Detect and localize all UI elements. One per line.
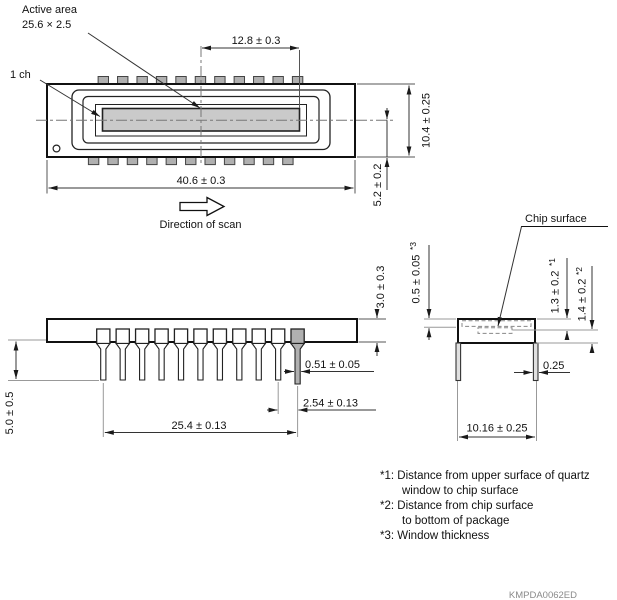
top-view-leads-top: [97, 76, 304, 85]
footnote-2-cont: to bottom of package: [402, 515, 509, 527]
package-outline-end-view: [457, 318, 536, 344]
end-view-lead-right: [532, 342, 539, 382]
package-lead-shoulder: [251, 328, 266, 345]
package-lead-pin: [212, 342, 228, 381]
pin1-index-mark: [52, 144, 61, 153]
end-view-lead-left: [455, 342, 462, 382]
package-lead-shoulder: [212, 328, 228, 345]
dim-window-thickness-ref: *3: [408, 242, 418, 250]
scan-direction-label: Direction of scan: [160, 219, 242, 231]
channel-label: 1 ch: [10, 69, 31, 81]
package-lead-pin: [95, 342, 111, 381]
package-lead-shoulder: [232, 328, 247, 345]
dim-package-width: 40.6 ± 0.3: [177, 175, 226, 187]
package-lead-pin: [115, 342, 131, 381]
dim-lead-thickness: 0.25: [543, 360, 564, 372]
chip-hidden-outline: [477, 327, 513, 334]
chip-surface-label: Chip surface: [525, 213, 587, 225]
quartz-window-hidden-outline: [461, 320, 532, 327]
package-lead-shoulder: [96, 328, 111, 345]
dim-quartz-to-chip: 1.3 ± 0.2: [550, 271, 562, 314]
dim-package-thickness: 3.0 ± 0.3: [375, 266, 387, 309]
footnote-1-cont: window to chip surface: [401, 485, 518, 497]
dim-center-to-edge: 5.2 ± 0.2: [372, 164, 384, 207]
footnotes: *1: Distance from upper surface of quart…: [380, 470, 590, 542]
dim-quartz-to-chip-ref: *1: [547, 258, 557, 266]
footnote-2: *2: Distance from chip surface: [380, 500, 533, 512]
document-code: KMPDA0062ED: [509, 590, 577, 600]
package-lead-shoulder: [134, 328, 150, 345]
package-lead-pin: [231, 342, 247, 381]
package-lead-shoulder: [290, 328, 305, 345]
dim-end-package-width: 10.16 ± 0.25: [466, 423, 527, 435]
package-lead-shoulder: [193, 328, 208, 345]
top-view: 12.8 ± 0.3 Active area 25.6 × 2.5 1 ch 4…: [10, 4, 433, 231]
package-lead-pin: [153, 342, 170, 381]
package-lead-shoulder: [115, 328, 130, 345]
end-view: Chip surface 0.5 ± 0.05 *3 1.3 ± 0.2 *1 …: [408, 213, 608, 441]
package-lead-pin: [173, 342, 189, 381]
package-lead-shoulder: [154, 328, 169, 345]
dim-window-thickness: 0.5 ± 0.05: [411, 255, 423, 304]
dim-half-active-width: 12.8 ± 0.3: [232, 35, 281, 47]
package-lead-pin: [270, 342, 286, 381]
dim-chip-to-bottom-ref: *2: [574, 267, 584, 275]
package-lead-pin: [134, 342, 150, 381]
dim-chip-to-bottom: 1.4 ± 0.2: [577, 279, 589, 322]
scan-direction-arrow-icon: [179, 196, 226, 217]
footnote-3: *3: Window thickness: [380, 530, 490, 542]
package-lead-shoulder: [270, 328, 286, 345]
dim-lead-length: 5.0 ± 0.5: [4, 392, 16, 435]
chip-surface-leader-line: [497, 226, 522, 327]
channel-leader-line: [39, 79, 101, 117]
dim-lead-span: 25.4 ± 0.13: [172, 420, 227, 432]
dim-package-height: 10.4 ± 0.25: [421, 93, 433, 148]
active-area-label-line1: Active area: [22, 4, 78, 16]
footnote-1: *1: Distance from upper surface of quart…: [380, 470, 590, 482]
dim-lead-pitch: 2.54 ± 0.13: [303, 398, 358, 410]
dim-lead-width: 0.51 ± 0.05: [305, 359, 360, 371]
side-view-leads: [95, 328, 306, 385]
package-lead-shoulder: [173, 328, 189, 345]
active-area-leader-line: [87, 32, 201, 109]
side-view: 5.0 ± 0.5 3.0 ± 0.3 0.51 ± 0.05 2.54 ± 0…: [4, 266, 387, 437]
package-lead-pin: [251, 342, 267, 381]
package-lead-pin: [289, 342, 306, 385]
active-area-label-line2: 25.6 × 2.5: [22, 19, 71, 31]
package-lead-pin: [192, 342, 209, 381]
